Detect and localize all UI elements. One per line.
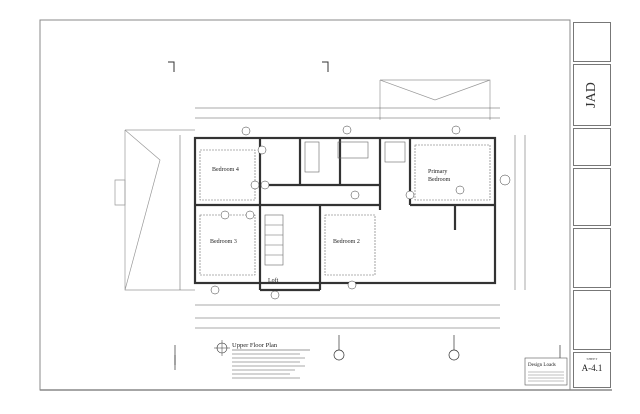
elevation-markers	[174, 335, 561, 370]
room-label-primary-2: Bedroom	[428, 177, 451, 183]
room-label-loft: Loft	[268, 277, 279, 284]
room-label-primary: Primary	[428, 169, 447, 175]
company-logo: JAD	[584, 82, 599, 108]
design-loads-title: Design Loads	[528, 363, 556, 368]
dimension-lines	[179, 107, 526, 329]
room-label-bedroom-3: Bedroom 3	[210, 239, 237, 245]
room-label-bedroom-4: Bedroom 4	[212, 167, 239, 173]
fixtures	[199, 141, 491, 276]
walls	[193, 136, 497, 292]
title-block-dates	[573, 128, 611, 166]
plan-title-block: Upper Floor Plan	[214, 340, 310, 379]
roof-outline	[114, 79, 491, 291]
door-tags	[210, 125, 511, 300]
title-block-client	[573, 168, 611, 226]
design-loads-table: Design Loads	[524, 357, 568, 386]
title-block-logo: JAD	[573, 64, 611, 126]
plan-title: Upper Floor Plan	[232, 342, 278, 349]
sheet-label: SHEET	[586, 357, 598, 361]
title-block-drawing	[573, 290, 611, 350]
sheet-number: A-4.1	[581, 363, 603, 373]
section-mark	[168, 61, 175, 72]
room-label-bedroom-2: Bedroom 2	[333, 239, 360, 245]
title-block-project	[573, 228, 611, 288]
title-block-notes	[573, 22, 611, 62]
section-mark	[322, 61, 329, 72]
title-block-sheet: SHEET A-4.1	[573, 352, 611, 388]
